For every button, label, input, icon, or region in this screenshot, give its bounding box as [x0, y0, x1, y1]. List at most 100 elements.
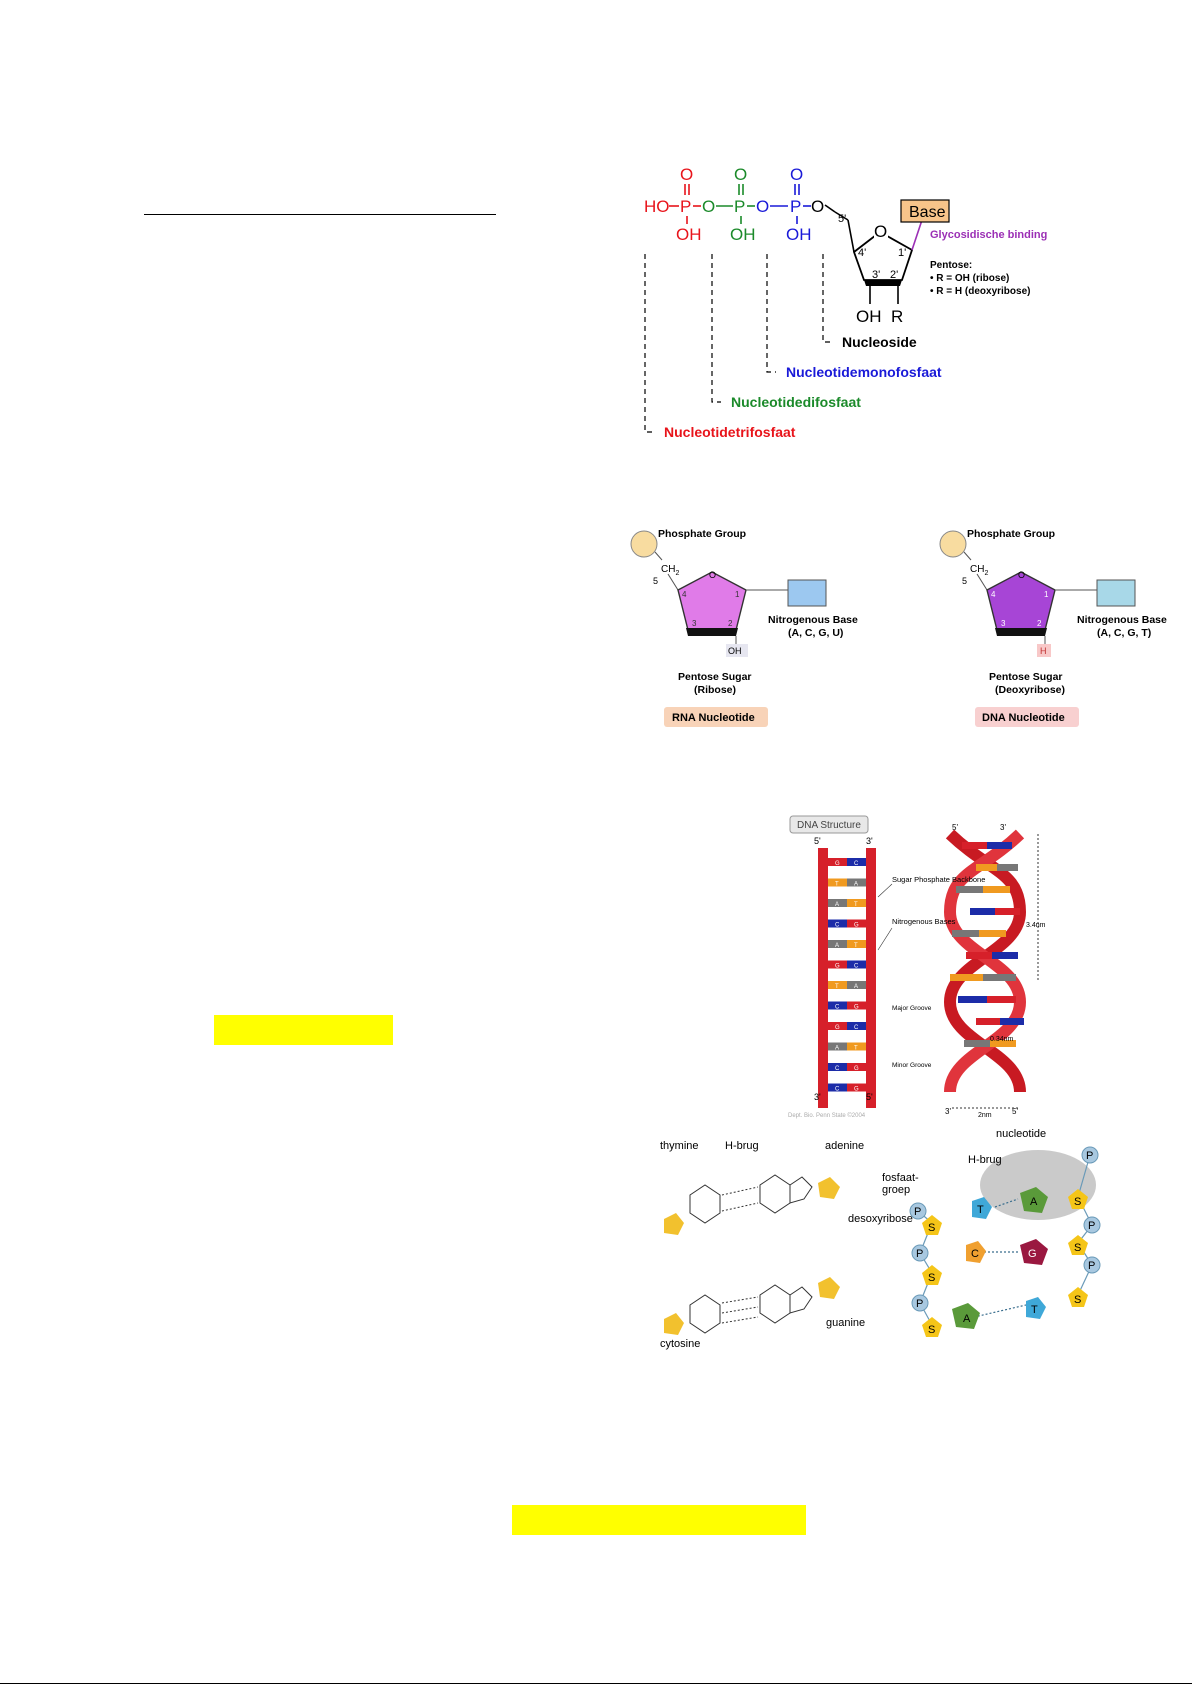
helix-base-left — [952, 930, 979, 937]
nucleotide-structure-figure: HO P O OH O P O OH O P O OH O 5' — [644, 165, 1047, 440]
base-box — [900, 199, 950, 223]
ladder-base-right — [847, 878, 866, 887]
svg-text:S: S — [1074, 1242, 1081, 1254]
highlight-box-2 — [512, 1505, 806, 1535]
svg-text:0.34nm: 0.34nm — [990, 1036, 1014, 1043]
svg-text:Nucleoside: Nucleoside — [842, 334, 917, 350]
svg-text:(A, C, G, U): (A, C, G, U) — [788, 627, 843, 639]
svg-text:H-brug: H-brug — [725, 1140, 759, 1152]
svg-text:Glycosidische binding: Glycosidische binding — [930, 229, 1047, 241]
ladder-base-right — [847, 981, 866, 989]
ladder-base-left — [828, 1042, 847, 1051]
ladder-base-left — [828, 981, 847, 989]
svg-text:O: O — [790, 165, 803, 184]
section-rule — [144, 214, 496, 215]
svg-text:desoxyribose: desoxyribose — [848, 1213, 913, 1225]
svg-text:S: S — [1074, 1294, 1081, 1306]
helix-base-right — [992, 952, 1018, 959]
svg-text:CH2: CH2 — [661, 564, 679, 577]
svg-text:P: P — [914, 1206, 921, 1218]
helix-base-left — [976, 1018, 1000, 1025]
svg-text:O: O — [874, 222, 887, 241]
svg-text:Dept. Bio. Penn State ©2004: Dept. Bio. Penn State ©2004 — [788, 1112, 866, 1119]
ladder-base-right — [847, 940, 866, 948]
svg-text:1: 1 — [1044, 590, 1049, 599]
helix-base-left — [976, 864, 997, 871]
svg-text:CH2: CH2 — [970, 564, 988, 577]
svg-text:Sugar Phosphate Backbone: Sugar Phosphate Backbone — [892, 875, 985, 884]
svg-text:R: R — [891, 307, 903, 326]
svg-text:O: O — [702, 197, 715, 216]
svg-text:S: S — [928, 1222, 935, 1234]
svg-text:OH: OH — [676, 225, 702, 244]
helix-base-right — [983, 886, 1010, 893]
svg-text:Nitrogenous Base: Nitrogenous Base — [1077, 614, 1167, 626]
ladder-base-label: A — [835, 1046, 839, 1052]
ladder-base-label: T — [854, 1046, 858, 1052]
ladder-base-label: C — [854, 1025, 859, 1031]
svg-text:3: 3 — [692, 619, 697, 628]
svg-text:5: 5 — [962, 576, 967, 586]
svg-text:O: O — [709, 570, 716, 580]
svg-text:4': 4' — [858, 247, 866, 259]
ladder-base-label: A — [835, 943, 839, 949]
ladder-base-right — [847, 858, 866, 866]
ladder-base-label: C — [835, 1087, 840, 1093]
svg-text:4: 4 — [991, 590, 996, 599]
svg-text:P: P — [680, 197, 691, 216]
svg-text:Nitrogenous Base: Nitrogenous Base — [768, 614, 858, 626]
ladder-base-right — [847, 1083, 866, 1092]
svg-text:3': 3' — [1000, 823, 1006, 832]
helix-base-left — [966, 952, 992, 959]
ladder-base-left — [828, 858, 847, 866]
svg-text:P: P — [1086, 1150, 1093, 1162]
svg-text:thymine: thymine — [660, 1140, 699, 1152]
svg-text:3': 3' — [866, 836, 873, 846]
ladder-base-label: T — [854, 943, 858, 949]
svg-text:5': 5' — [814, 836, 821, 846]
svg-text:S: S — [1074, 1196, 1081, 1208]
ladder-base-right — [847, 919, 866, 928]
svg-text:adenine: adenine — [825, 1140, 864, 1152]
ladder-base-left — [828, 919, 847, 928]
helix-base-left — [964, 1040, 990, 1047]
ladder-base-label: G — [835, 1025, 840, 1031]
svg-text:H: H — [1040, 646, 1047, 656]
svg-text:Major Groove: Major Groove — [892, 1005, 932, 1012]
ladder-base-right — [847, 899, 866, 907]
svg-text:G: G — [1028, 1248, 1037, 1260]
ladder-base-label: C — [835, 1005, 840, 1011]
svg-text:3.4nm: 3.4nm — [1026, 922, 1046, 929]
ladder-base-label: C — [854, 861, 859, 867]
ladder-base-label: C — [854, 964, 859, 970]
svg-text:3': 3' — [945, 1107, 951, 1116]
helix-base-right — [979, 930, 1006, 937]
svg-text:3': 3' — [814, 1092, 821, 1102]
ladder-base-right — [847, 1001, 866, 1010]
page-footer-rule — [0, 1683, 1192, 1684]
ladder-base-right — [847, 1022, 866, 1030]
svg-text:nucleotide: nucleotide — [996, 1128, 1046, 1140]
svg-text:O: O — [680, 165, 693, 184]
ladder-base-left — [828, 1083, 847, 1092]
svg-text:5': 5' — [866, 1092, 873, 1102]
helix-base-right — [997, 864, 1018, 871]
svg-text:2nm: 2nm — [978, 1112, 992, 1119]
helix-base-right — [1000, 1018, 1024, 1025]
svg-text:P: P — [1088, 1260, 1095, 1272]
svg-text:OH: OH — [728, 646, 742, 656]
svg-text:T: T — [1031, 1304, 1038, 1316]
svg-text:P: P — [734, 197, 745, 216]
ladder-base-label: C — [835, 1066, 840, 1072]
ladder-base-label: G — [835, 861, 840, 867]
svg-text:S: S — [928, 1324, 935, 1336]
helix-base-left — [950, 974, 983, 981]
svg-text:Nucleotidemonofosfaat: Nucleotidemonofosfaat — [786, 364, 942, 380]
ladder-base-label: A — [835, 902, 839, 908]
svg-text:O: O — [734, 165, 747, 184]
svg-text:fosfaat-groep: fosfaat-groep — [882, 1172, 919, 1196]
svg-text:P: P — [1088, 1220, 1095, 1232]
svg-text:OH: OH — [730, 225, 756, 244]
svg-text:O: O — [1018, 570, 1025, 580]
